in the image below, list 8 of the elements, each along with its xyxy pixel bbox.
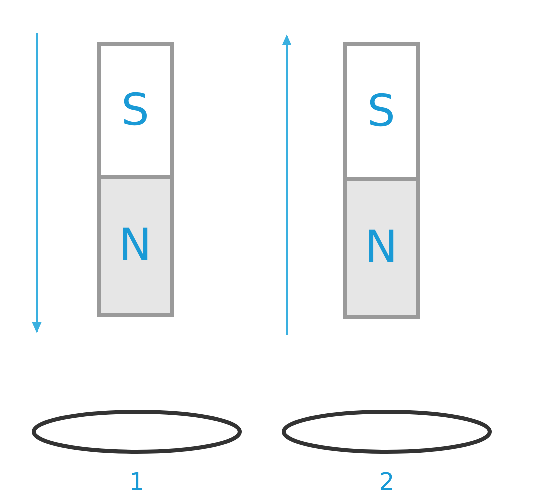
coil-ring [282,410,492,454]
pole-label: S [368,90,396,134]
pole-label: N [365,226,398,270]
pole-label: N [119,224,152,268]
coil-number: 1 [128,470,146,494]
pole-label: S [122,88,150,132]
coil-number: 2 [378,470,396,494]
coil-ring [32,410,242,454]
